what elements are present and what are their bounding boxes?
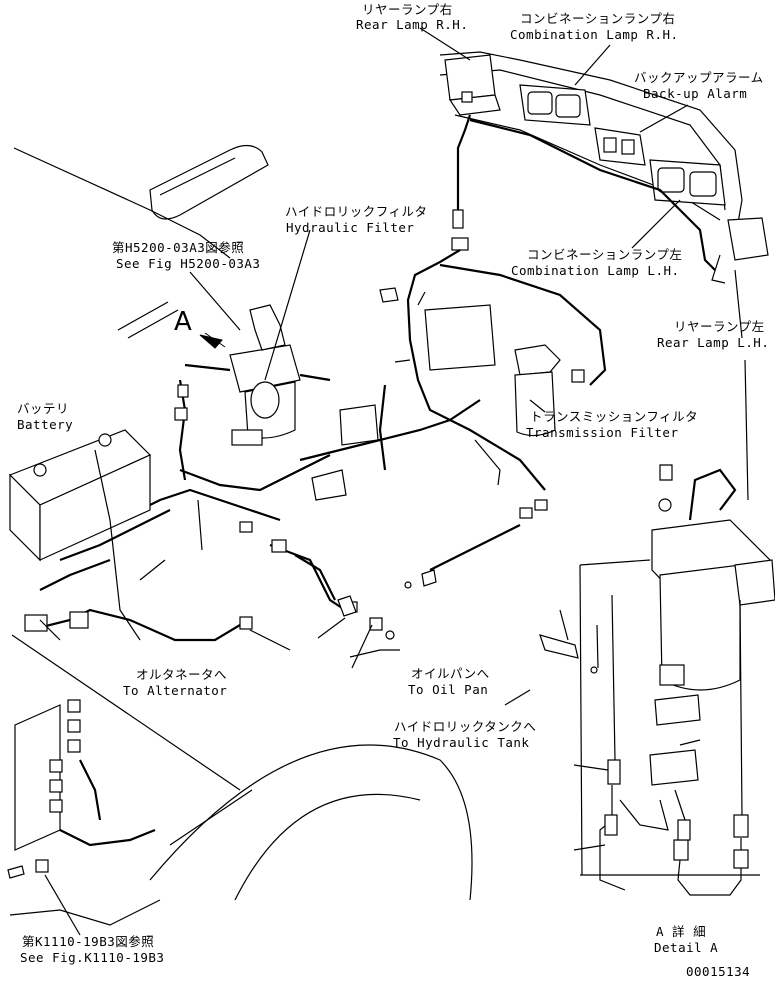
rear-lamp-rh-jp: リヤーランプ右	[362, 2, 453, 17]
leader-lines	[39, 27, 743, 936]
trans-filter-jp: トランスミッションフィルタ	[530, 409, 698, 424]
battery-en: Battery	[17, 417, 73, 432]
detail-a-en: Detail A	[654, 940, 718, 955]
label-alternator: オルタネータへ To Alternator	[123, 667, 227, 698]
label-rear-lamp-lh: リヤーランプ左 Rear Lamp L.H.	[657, 319, 769, 350]
label-backup-alarm: バックアップアラーム Back-up Alarm	[634, 70, 764, 101]
battery	[8, 429, 152, 641]
see-fig-k-jp: 第K1110-19B3図参照	[22, 934, 154, 949]
detail-a-assembly	[599, 464, 775, 896]
combination-lamp-rh	[519, 84, 591, 126]
hydraulic-filter	[184, 304, 331, 446]
label-battery: バッテリ Battery	[17, 401, 73, 432]
drawing-number: 00015134	[686, 964, 750, 979]
rear-lamp-rh-en: Rear Lamp R.H.	[356, 17, 468, 32]
main-harness	[39, 287, 496, 613]
hyd-filter-en: Hydraulic Filter	[286, 220, 414, 235]
rear-lamp-rh	[444, 54, 501, 116]
hyd-tank-en: To Hydraulic Tank	[393, 735, 529, 750]
comb-lamp-lh-jp: コンビネーションランプ左	[527, 247, 682, 262]
label-rear-lamp-rh: リヤーランプ右 Rear Lamp R.H.	[356, 2, 468, 32]
view-a-arrow	[199, 332, 226, 349]
see-fig-h-en: See Fig H5200-03A3	[116, 256, 260, 271]
hyd-tank-jp: ハイドロリックタンクへ	[394, 719, 536, 734]
backup-alarm-en: Back-up Alarm	[643, 86, 747, 101]
oil-pan-jp: オイルパンへ	[411, 666, 490, 681]
rear-lamp-lh-en: Rear Lamp L.H.	[657, 335, 769, 350]
detail-a-jp: A 詳 細	[656, 924, 706, 939]
oil-pan-en: To Oil Pan	[408, 682, 488, 697]
comb-lamp-lh-en: Combination Lamp L.H.	[511, 263, 680, 278]
view-a-label: A	[174, 307, 192, 337]
label-comb-lamp-rh: コンビネーションランプ右 Combination Lamp R.H.	[510, 11, 679, 42]
label-detail-a: A 詳 細 Detail A	[654, 924, 718, 955]
alternator-harness	[24, 608, 253, 642]
label-hydraulic-filter: ハイドロリックフィルタ Hydraulic Filter	[285, 204, 428, 235]
rear-lamp-harness	[406, 114, 716, 519]
label-hyd-tank: ハイドロリックタンクへ To Hydraulic Tank	[393, 719, 536, 750]
sensor-parts	[294, 524, 598, 674]
battery-jp: バッテリ	[17, 401, 69, 416]
label-comb-lamp-lh: コンビネーションランプ左 Combination Lamp L.H.	[511, 247, 682, 278]
rear-lamp-lh-jp: リヤーランプ左	[674, 319, 765, 334]
see-fig-k-en: See Fig.K1110-19B3	[20, 950, 164, 965]
comb-lamp-rh-jp: コンビネーションランプ右	[520, 11, 675, 26]
see-fig-h-jp: 第H5200-03A3図参照	[112, 240, 244, 255]
comb-lamp-rh-en: Combination Lamp R.H.	[510, 27, 679, 42]
alternator-jp: オルタネータへ	[136, 667, 227, 682]
trans-filter-en: Transmission Filter	[526, 425, 679, 440]
relay-box	[7, 699, 156, 879]
backup-alarm-jp: バックアップアラーム	[634, 70, 764, 85]
label-oil-pan: オイルパンへ To Oil Pan	[408, 666, 490, 697]
hyd-filter-jp: ハイドロリックフィルタ	[285, 204, 428, 219]
label-see-fig-k: 第K1110-19B3図参照 See Fig.K1110-19B3	[20, 934, 164, 965]
combination-lamp-lh	[649, 159, 726, 206]
label-see-fig-h: 第H5200-03A3図参照 See Fig H5200-03A3	[112, 240, 260, 271]
alternator-en: To Alternator	[123, 683, 227, 698]
rear-lamp-lh	[711, 217, 769, 284]
label-trans-filter: トランスミッションフィルタ Transmission Filter	[526, 409, 698, 440]
backup-alarm	[594, 127, 646, 166]
